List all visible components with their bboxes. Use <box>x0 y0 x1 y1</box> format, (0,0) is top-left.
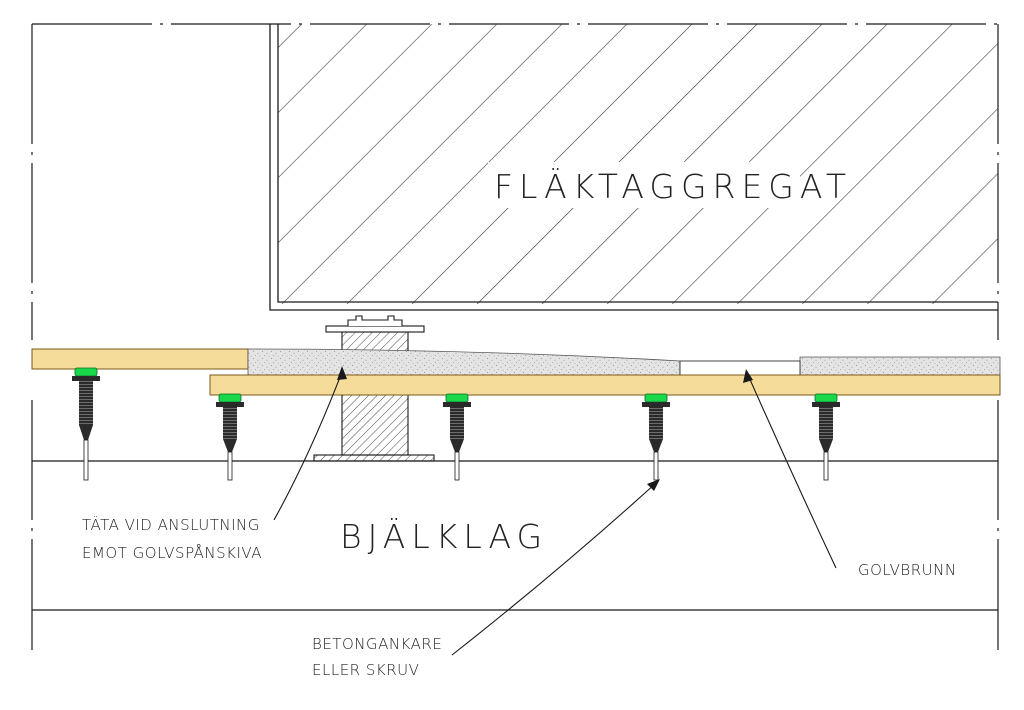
arrow-anchor <box>647 479 660 491</box>
label-anchor-line1: BETONGANKARE <box>312 635 442 653</box>
arrow-seal <box>337 366 347 380</box>
screed-right <box>799 356 1001 376</box>
leader-arrows <box>337 366 753 491</box>
leveler-screw <box>443 393 471 481</box>
leveler-screw <box>812 393 840 481</box>
floor-drain-opening <box>679 360 801 376</box>
leveler-screw <box>642 393 670 481</box>
leveler-screw <box>216 393 244 481</box>
leader-anchor <box>451 482 657 656</box>
leveler-screw <box>72 367 100 481</box>
fan-unit-inner-outline <box>277 24 998 303</box>
lower-board <box>209 374 1001 396</box>
label-seal-line1: TÄTA VID ANSLUTNING <box>82 515 260 534</box>
leader-lines <box>273 371 837 656</box>
label-drain: GOLVBRUNN <box>858 561 957 579</box>
fan-unit-label-mask <box>488 162 800 208</box>
leader-drain <box>747 374 837 569</box>
upper-board-left <box>31 348 249 370</box>
screed-left <box>247 348 681 376</box>
leader-seal <box>273 371 343 521</box>
label-anchor-line2: ELLER SKRUV <box>312 661 419 679</box>
concrete-slab <box>32 460 998 611</box>
support-base-plate <box>313 454 435 462</box>
fan-unit <box>269 24 998 311</box>
support-top-plate <box>325 325 425 333</box>
arrow-drain <box>743 369 753 383</box>
label-slab: BJÄLKLAG <box>340 517 548 556</box>
label-fan-unit: FLÄKTAGGREGAT <box>494 167 852 206</box>
support-bracket <box>347 315 403 326</box>
fan-unit-outline <box>269 24 998 311</box>
label-seal-line2: EMOT GOLVSPÅNSKIVA <box>82 543 262 562</box>
